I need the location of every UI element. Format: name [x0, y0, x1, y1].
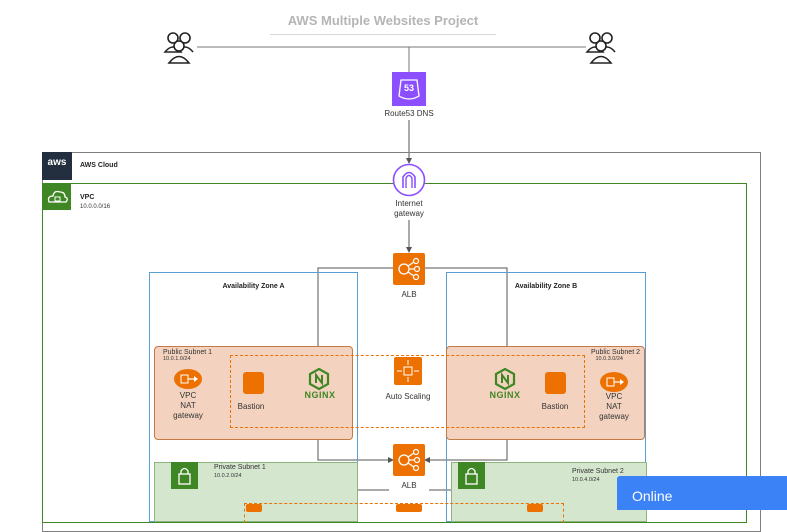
public-subnet-2-name: Public Subnet 2 — [590, 349, 640, 356]
route53-icon: 53 — [392, 72, 426, 106]
igw-label-2: gateway — [394, 209, 424, 218]
nat-gateway-icon — [600, 372, 628, 392]
nat-1-label-1: VPC — [179, 391, 197, 400]
auto-scaling-icon — [396, 504, 422, 512]
online-chat-button[interactable]: Online — [617, 476, 787, 510]
nat-1-label-3: gateway — [173, 411, 203, 420]
lock-icon — [458, 462, 485, 489]
lock-icon — [171, 462, 198, 489]
auto-scaling-label: Auto Scaling — [385, 392, 431, 401]
public-subnet-2-cidr: 10.0.3.0/24 — [595, 356, 623, 362]
cloud-icon — [43, 184, 71, 210]
route53-label: Route53 DNS — [384, 109, 434, 118]
bastion-icon — [243, 372, 264, 394]
igw-label-1: Internet — [395, 199, 423, 208]
users-icon — [585, 32, 616, 64]
private-subnet-2-cidr: 10.0.4.0/24 — [572, 477, 600, 483]
az-b-label: Availability Zone B — [514, 283, 578, 290]
nginx-icon — [308, 367, 330, 391]
users-icon — [163, 32, 194, 64]
private-subnet-1-cidr: 10.0.2.0/24 — [214, 473, 242, 479]
diagram-title: AWS Multiple Websites Project — [270, 12, 496, 35]
az-a-label: Availability Zone A — [222, 283, 285, 290]
private-subnet-2-name: Private Subnet 2 — [572, 468, 624, 475]
vpc-cidr: 10.0.0.0/16 — [80, 204, 111, 210]
nginx-1-text: NGINX — [304, 390, 336, 400]
nat-2-label-3: gateway — [599, 412, 629, 421]
alb-bottom-label: ALB — [389, 481, 429, 491]
bastion-2-label: Bastion — [541, 402, 569, 411]
public-subnet-1-name: Public Subnet 1 — [163, 349, 213, 356]
private-instance-icon — [527, 504, 543, 512]
auto-scaling-group — [230, 355, 585, 428]
vpc-label: VPC — [80, 194, 95, 201]
nat-2-label-1: VPC — [605, 392, 623, 401]
alb-top-label: ALB — [401, 290, 417, 299]
auto-scaling-icon — [394, 357, 422, 385]
private-instance-icon — [246, 504, 262, 512]
nginx-2-text: NGINX — [489, 390, 521, 400]
aws-cloud-label: AWS Cloud — [80, 162, 118, 169]
alb-icon — [393, 253, 425, 285]
nat-2-label-2: NAT — [606, 402, 622, 411]
bastion-1-label: Bastion — [237, 402, 265, 411]
alb-icon — [393, 444, 425, 476]
nat-gateway-icon — [174, 369, 202, 389]
public-subnet-1-cidr: 10.0.1.0/24 — [163, 356, 191, 362]
nat-1-label-2: NAT — [180, 401, 196, 410]
bastion-icon — [545, 372, 566, 394]
route53-icon-text: 53 — [403, 83, 414, 93]
nginx-icon — [494, 367, 516, 391]
internet-gateway-icon — [392, 163, 426, 197]
private-subnet-1-name: Private Subnet 1 — [214, 464, 266, 471]
aws-logo: aws — [42, 152, 72, 180]
